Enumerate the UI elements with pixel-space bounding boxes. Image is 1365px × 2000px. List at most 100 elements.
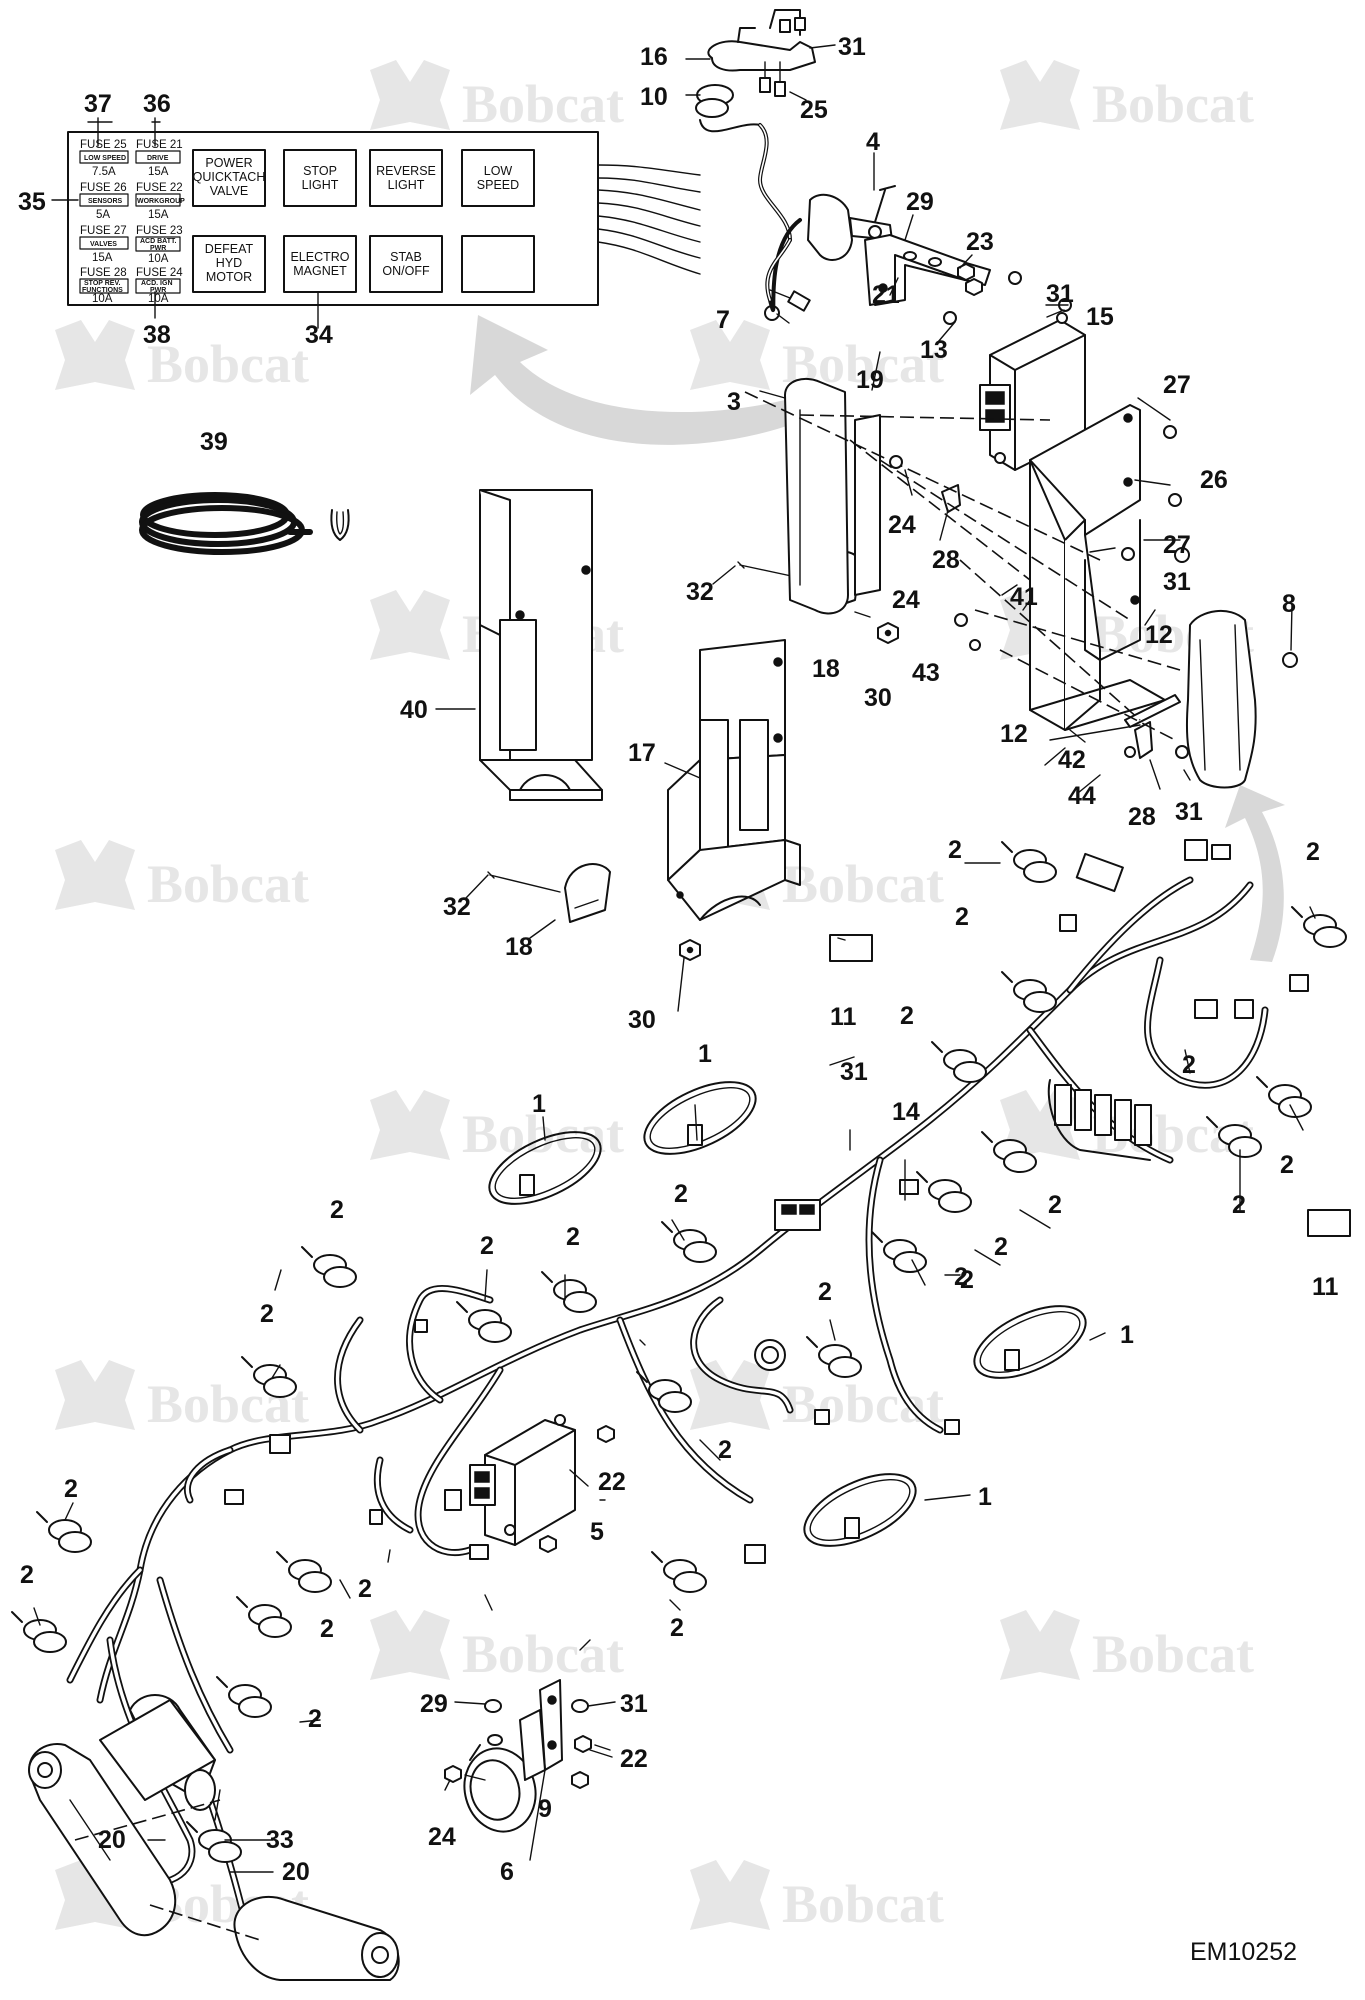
callout-6: 6 (500, 1858, 514, 1886)
fuse-cover-18-lower (564, 863, 611, 923)
callout-31f: 31 (620, 1690, 648, 1718)
callout-11b: 11 (1312, 1273, 1339, 1301)
watermark: Bobcat (370, 1090, 624, 1164)
svg-text:STOP REV.: STOP REV. (84, 280, 121, 287)
clamp (916, 1171, 972, 1213)
svg-text:Bobcat: Bobcat (1092, 74, 1254, 134)
callout-9: 9 (538, 1795, 552, 1823)
callout-2-15: 2 (818, 1278, 832, 1306)
fuse-26: FUSE 26 SENSORS 5A (79, 182, 129, 221)
strip-12 (1049, 694, 1181, 741)
callout-2-18: 2 (358, 1575, 372, 1603)
svg-text:FUSE 22: FUSE 22 (136, 182, 183, 194)
fuse-23: FUSE 23 ACD BATT. PWR 10A (135, 225, 183, 265)
svg-text:15A: 15A (148, 166, 169, 178)
callout-30a: 30 (864, 684, 892, 712)
callout-43: 43 (912, 659, 940, 687)
callout-32a: 32 (686, 578, 714, 606)
callout-5: 5 (590, 1518, 604, 1546)
watermark: Bobcat (690, 1860, 944, 1934)
callout-19: 19 (856, 366, 884, 394)
connector-switch (769, 289, 811, 312)
callout-40: 40 (400, 696, 428, 724)
callout-2-07: 2 (1048, 1191, 1062, 1219)
callout-11a: 11 (830, 1003, 857, 1031)
relay-blank (461, 235, 535, 293)
clamp (806, 1336, 862, 1378)
watermark: Bobcat (1000, 1610, 1254, 1684)
svg-text:Bobcat: Bobcat (462, 1624, 624, 1684)
callout-1a: 1 (532, 1090, 546, 1118)
callout-2-16: 2 (718, 1436, 732, 1464)
callout-28a: 28 (932, 546, 960, 574)
alignment-lines (744, 391, 1181, 741)
clamp (661, 1221, 717, 1263)
callout-13: 13 (920, 336, 948, 364)
callout-10: 10 (640, 83, 668, 111)
svg-text:FUSE 25: FUSE 25 (80, 139, 127, 151)
callout-38: 38 (143, 321, 171, 349)
clamp (636, 1371, 692, 1413)
svg-text:FUSE 24: FUSE 24 (136, 267, 183, 279)
nut-30-upper (877, 622, 899, 644)
clamp (236, 1596, 292, 1638)
svg-text:ACD BATT.: ACD BATT. (140, 238, 176, 245)
callout-numbers: 37 36 35 38 34 39 40 17 32 32 18 18 30 3… (18, 33, 1339, 1966)
clamps-2 (11, 841, 1347, 1863)
panel-bracket-41 (1029, 404, 1166, 731)
fuse-relay-decal: FUSE 25 LOW SPEED 7.5A FUSE 21 DRIVE 15A… (51, 117, 701, 329)
clamp (186, 1821, 242, 1863)
curved-arrow-to-fuse-cover (1225, 785, 1285, 962)
callout-24b: 24 (892, 586, 920, 614)
fuse-21: FUSE 21 DRIVE 15A (135, 139, 183, 178)
callout-29a: 29 (906, 188, 934, 216)
callout-20b: 20 (282, 1858, 310, 1886)
clamp (276, 1551, 332, 1593)
svg-text:STAB: STAB (390, 250, 422, 264)
callout-2-11: 2 (566, 1223, 580, 1251)
switch-bracket-16 (707, 9, 816, 97)
svg-text:REVERSE: REVERSE (376, 164, 436, 178)
watermark: Bobcat (55, 840, 309, 914)
callout-17: 17 (628, 739, 656, 767)
svg-text:10A: 10A (148, 293, 169, 305)
svg-text:FUSE 27: FUSE 27 (80, 225, 127, 237)
callout-2-09: 2 (954, 1263, 968, 1291)
svg-text:HYD: HYD (216, 256, 242, 270)
svg-text:FUSE 26: FUSE 26 (80, 182, 127, 194)
relay-electro-magnet: ELECTRO MAGNET (283, 235, 357, 293)
nut-30-lower (679, 939, 701, 961)
svg-text:FUSE 23: FUSE 23 (136, 225, 183, 237)
svg-text:POWER: POWER (205, 156, 252, 170)
svg-text:ELECTRO: ELECTRO (290, 250, 349, 264)
callout-7: 7 (716, 306, 730, 334)
clamp (11, 1611, 67, 1653)
svg-text:ACD. IGN: ACD. IGN (141, 280, 173, 287)
svg-text:Bobcat: Bobcat (1092, 1624, 1254, 1684)
callout-31a: 31 (838, 33, 866, 61)
grommet-10 (695, 84, 761, 133)
callout-12b: 12 (1000, 720, 1028, 748)
callout-4: 4 (866, 128, 880, 156)
washers-29 (903, 251, 942, 267)
callout-2-08: 2 (994, 1233, 1008, 1261)
svg-text:PWR: PWR (150, 287, 166, 294)
svg-text:FUSE 21: FUSE 21 (136, 139, 183, 151)
svg-text:LIGHT: LIGHT (388, 178, 425, 192)
fuse-25: FUSE 25 LOW SPEED 7.5A (79, 139, 129, 178)
callout-29b: 29 (420, 1690, 448, 1718)
fuse-22: FUSE 22 WORKGROUP 15A (135, 182, 185, 221)
cable-tie-1d (803, 1473, 917, 1547)
callout-31b: 31 (1046, 280, 1074, 308)
clamp (301, 1246, 357, 1288)
watermark: Bobcat (55, 320, 309, 394)
callout-27b: 27 (1163, 531, 1191, 559)
callout-2-17: 2 (670, 1614, 684, 1642)
svg-text:Bobcat: Bobcat (147, 334, 309, 394)
svg-text:STOP: STOP (303, 164, 337, 178)
cable-tie-1a (488, 1131, 602, 1205)
watermark: Bobcat (370, 60, 624, 134)
clamp (456, 1301, 512, 1343)
clamp (1001, 841, 1057, 883)
